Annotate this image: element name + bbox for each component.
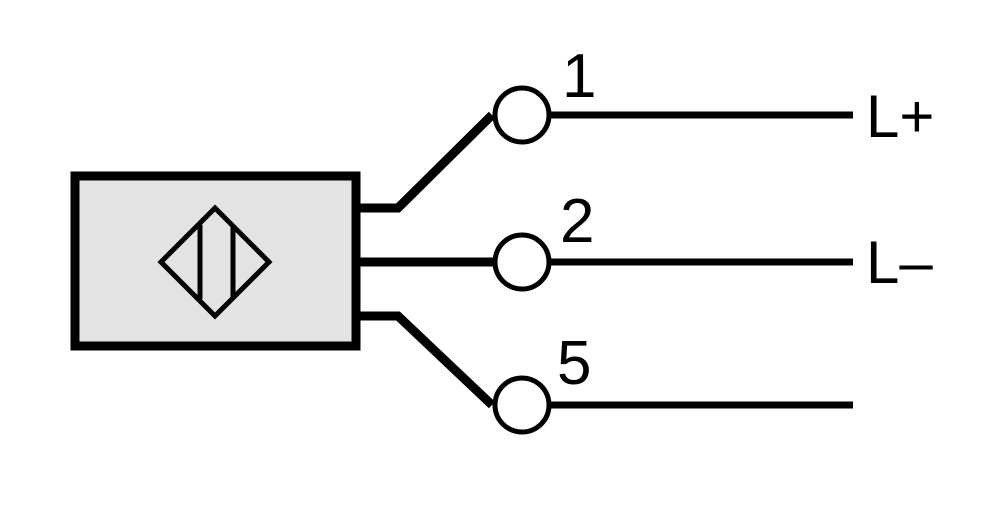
- wire-1: [356, 111, 496, 213]
- pin-number-2: 2: [560, 187, 594, 256]
- sensor-symbol-icon: [157, 204, 273, 320]
- pin-number-5: 5: [557, 329, 591, 398]
- terminal-2-icon: [492, 232, 552, 292]
- signal-label-1: L+: [866, 83, 934, 150]
- sensor-body: [70, 171, 361, 351]
- wire-5: [356, 311, 496, 409]
- terminal-1-icon: [492, 85, 552, 145]
- pin-number-1: 1: [562, 42, 596, 111]
- signal-label-2: L–: [866, 229, 933, 296]
- terminal-5-icon: [492, 375, 552, 435]
